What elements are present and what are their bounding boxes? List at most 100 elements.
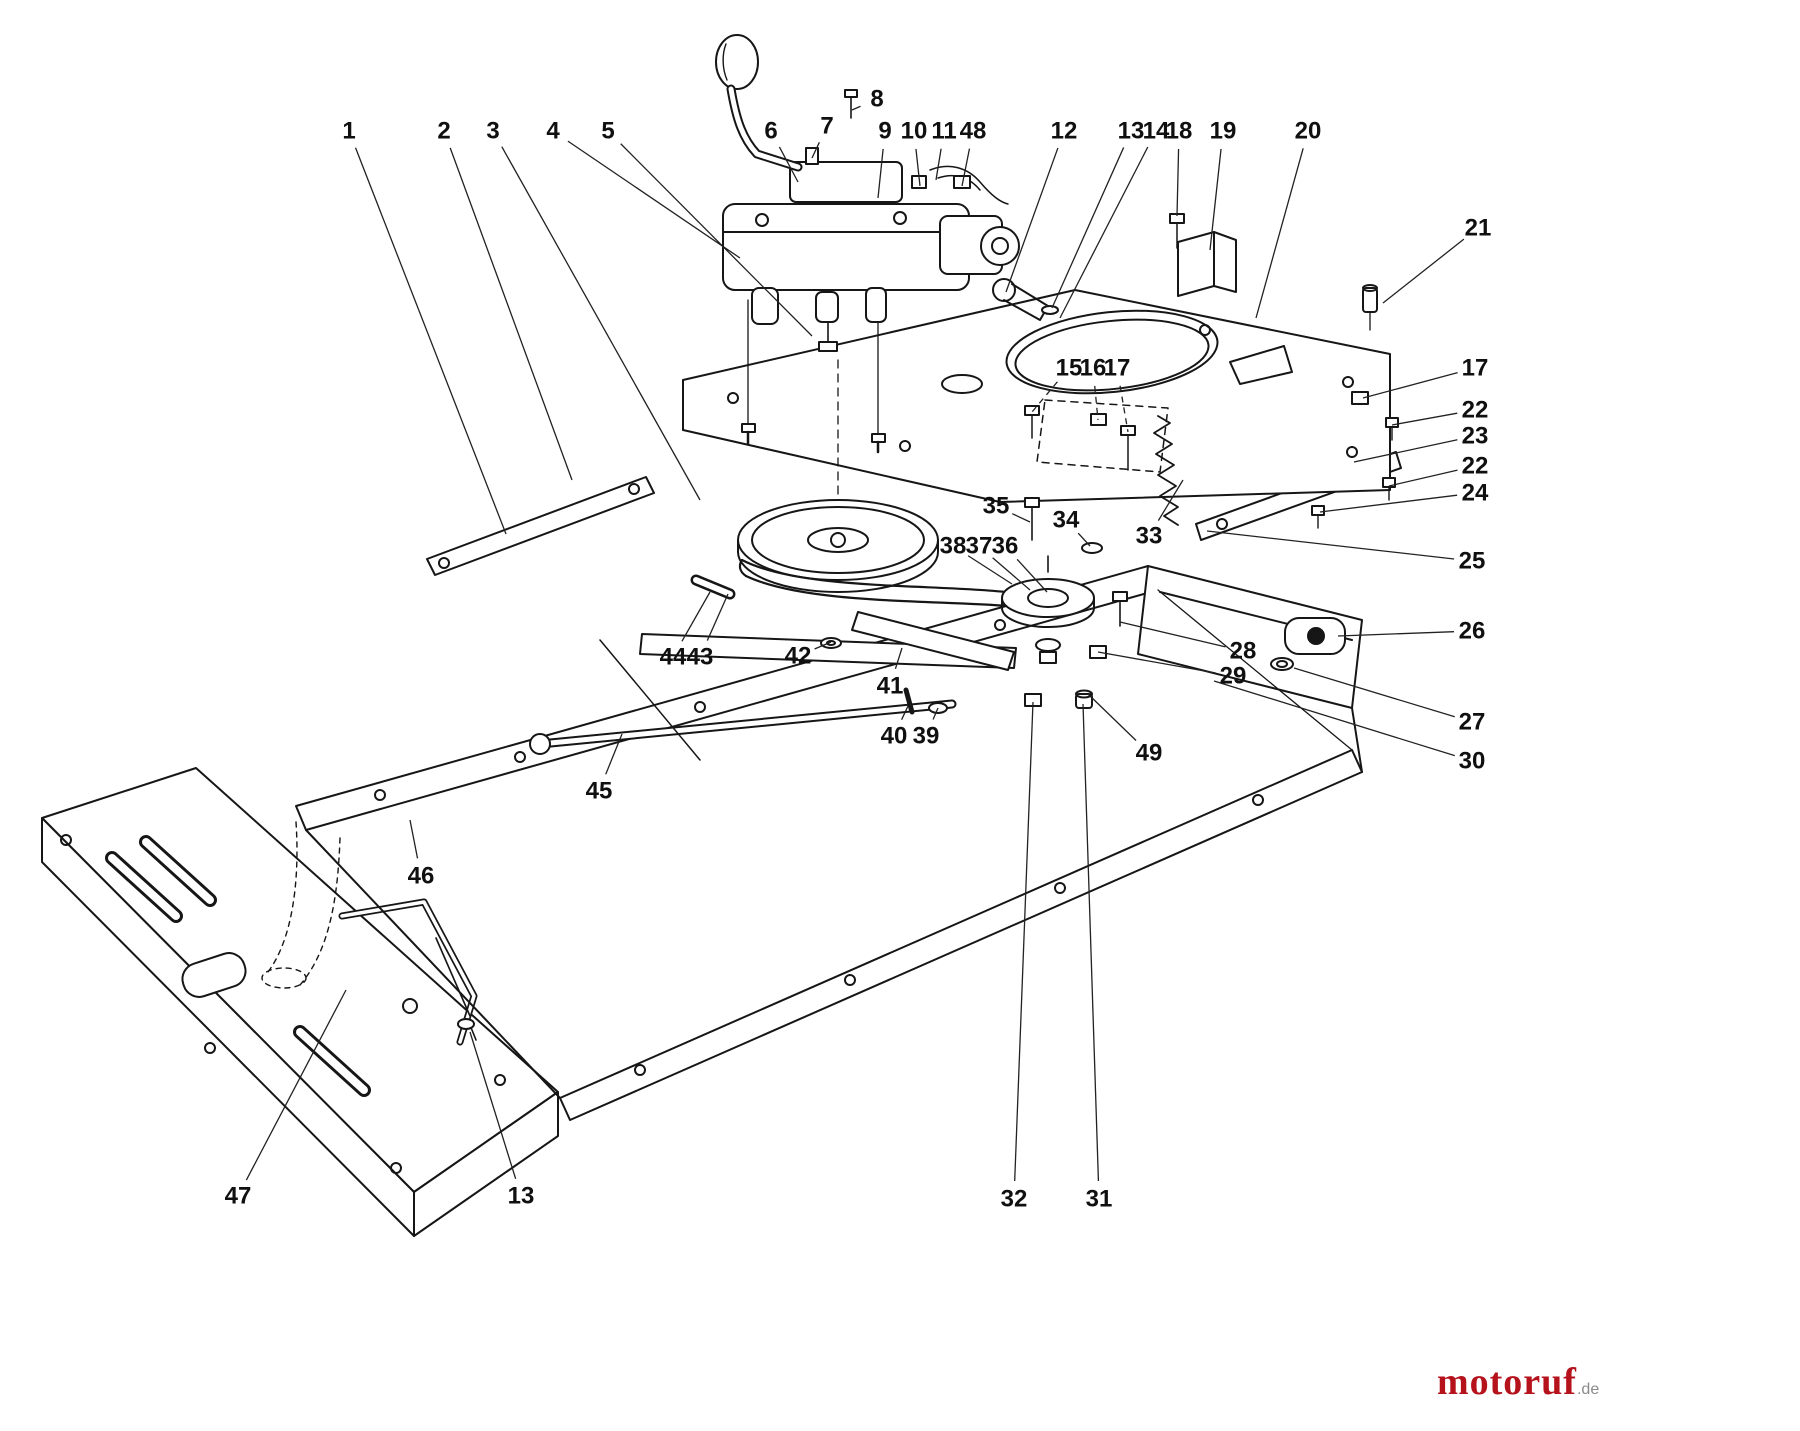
part-number-label: 15	[1056, 355, 1083, 382]
part-number-label: 36	[992, 533, 1019, 560]
leader-line	[605, 733, 623, 775]
leader-line	[1087, 693, 1137, 741]
shift-lever	[715, 34, 803, 172]
part-number-label: 47	[225, 1183, 252, 1210]
leader-line	[1206, 530, 1455, 560]
leader-line	[1293, 667, 1455, 718]
leader-line	[620, 143, 813, 337]
clutch-spring	[1153, 415, 1179, 526]
part-number-label: 7	[820, 113, 833, 140]
leader-line	[409, 819, 419, 859]
pulley-assembly	[690, 359, 1136, 715]
leader-line	[901, 705, 909, 720]
leader-line	[1176, 148, 1180, 217]
leader-line	[1391, 412, 1458, 426]
leader-line	[1012, 513, 1031, 523]
watermark-brand: motoruf	[1437, 1361, 1577, 1403]
part-number-label: 32	[1001, 1186, 1028, 1213]
leader-line	[932, 707, 939, 720]
leader-line	[778, 146, 799, 183]
leader-line	[1119, 385, 1129, 433]
leader-line	[1016, 558, 1048, 593]
part-number-label: 2	[437, 118, 450, 145]
leader-line	[894, 647, 903, 670]
leader-line	[961, 148, 971, 187]
leader-line	[915, 148, 921, 187]
part-number-label: 35	[983, 493, 1010, 520]
leader-line	[1005, 147, 1059, 293]
part-number-label: 13	[1118, 118, 1145, 145]
part-number-label: 9	[878, 118, 891, 145]
leader-line	[851, 105, 861, 111]
part-number-label: 5	[601, 118, 614, 145]
leader-line	[1213, 680, 1456, 757]
part-number-label: 26	[1459, 618, 1486, 645]
leader-line	[1094, 385, 1099, 421]
part-number-label: 37	[966, 533, 993, 560]
watermark: motoruf.de	[1437, 1360, 1599, 1404]
part-number-label: 42	[785, 643, 812, 670]
leader-line	[967, 555, 1013, 585]
part-number-label: 13	[508, 1183, 535, 1210]
leader-line	[1209, 148, 1222, 251]
part-number-label: 1	[342, 118, 355, 145]
part-number-label: 17	[1104, 355, 1131, 382]
part-number-label: 21	[1465, 215, 1492, 242]
leader-line	[877, 148, 884, 199]
leader-line	[1119, 621, 1226, 648]
leader-line	[1157, 479, 1184, 521]
part-number-label: 45	[586, 778, 613, 805]
leader-line	[1014, 701, 1034, 1182]
part-number-label: 22	[1462, 453, 1489, 480]
part-number-label: 11	[931, 118, 956, 145]
leader-line	[1077, 532, 1091, 547]
leader-line	[567, 140, 741, 259]
part-number-label: 27	[1459, 709, 1486, 736]
part-number-label: 10	[901, 118, 928, 145]
part-number-label: 30	[1459, 748, 1486, 775]
leader-line	[354, 147, 507, 535]
watermark-suffix: .de	[1576, 1381, 1600, 1398]
leader-line	[706, 593, 729, 641]
leader-line	[1097, 651, 1216, 674]
leader-line	[681, 591, 711, 642]
part-number-label: 19	[1210, 118, 1237, 145]
part-number-label: 8	[870, 86, 883, 113]
part-number-label: 41	[877, 673, 904, 700]
leader-line	[935, 148, 942, 181]
part-number-label: 48	[960, 118, 987, 145]
leader-line	[1051, 147, 1125, 309]
leader-line	[1255, 148, 1304, 319]
part-number-label: 39	[913, 723, 940, 750]
part-number-label: 29	[1220, 663, 1247, 690]
leader-line	[1382, 238, 1465, 304]
part-number-label: 14	[1143, 118, 1170, 145]
part-number-label: 22	[1462, 397, 1489, 424]
leader-line	[811, 142, 820, 159]
part-number-label: 28	[1230, 638, 1257, 665]
leader-line	[1319, 494, 1458, 513]
part-number-label: 43	[687, 644, 714, 671]
idler-bracket	[338, 898, 478, 1046]
part-number-label: 20	[1295, 118, 1322, 145]
part-number-label: 34	[1053, 507, 1080, 534]
leader-line	[1337, 631, 1455, 637]
part-number-label: 16	[1080, 355, 1107, 382]
part-number-label: 38	[940, 533, 967, 560]
leader-line	[1059, 146, 1149, 319]
part-number-label: 44	[660, 644, 687, 671]
engine-mounting-plate	[682, 213, 1399, 529]
leader-line	[1082, 703, 1100, 1182]
leader-line	[245, 989, 347, 1181]
part-number-label: 46	[408, 863, 435, 890]
part-number-label: 23	[1462, 423, 1489, 450]
part-number-label: 31	[1086, 1186, 1113, 1213]
leader-line	[1362, 372, 1458, 399]
leader-line	[1353, 439, 1458, 463]
leader-line	[814, 641, 832, 650]
leader-line	[1388, 469, 1458, 487]
frame-assembly	[261, 476, 1363, 1121]
